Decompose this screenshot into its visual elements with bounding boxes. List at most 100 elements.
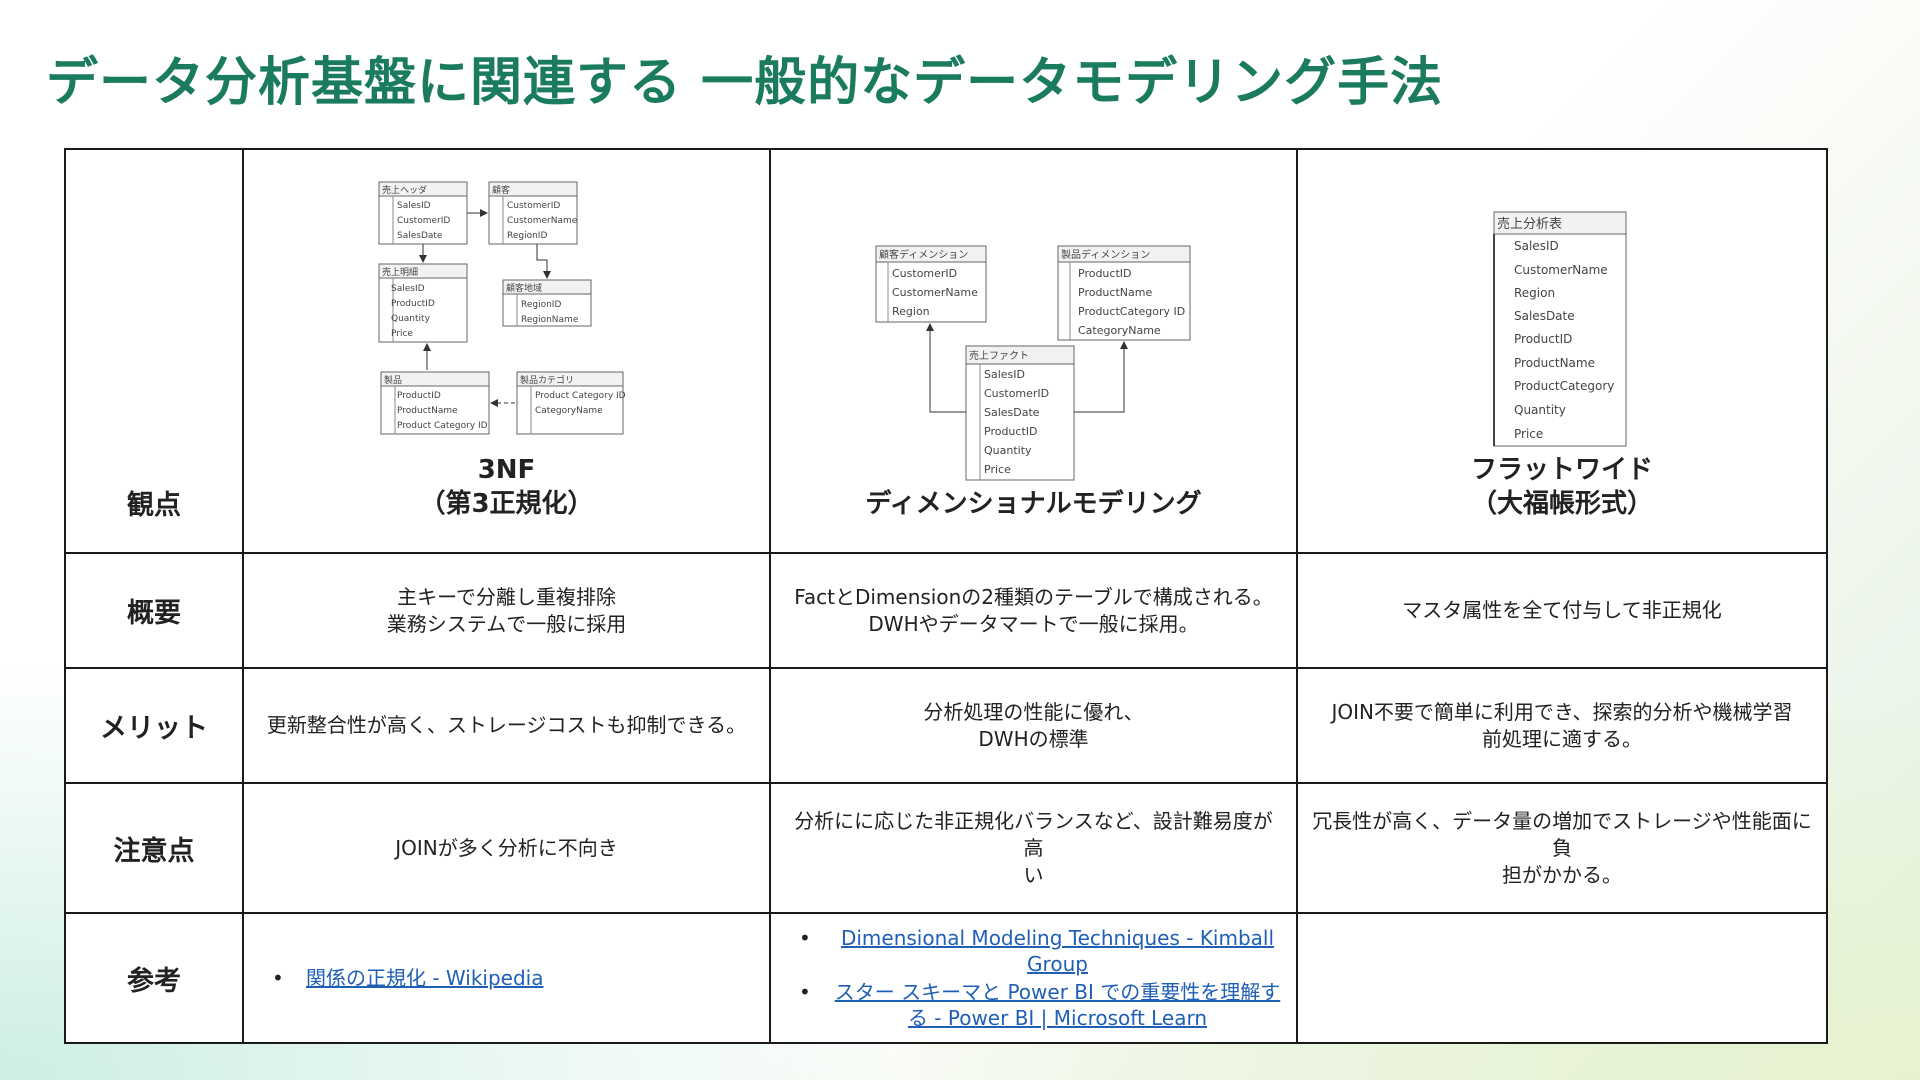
bullet-icon: • bbox=[799, 980, 811, 1004]
svg-text:SalesDate: SalesDate bbox=[984, 406, 1040, 419]
cell-3nf: 更新整合性が高く、ストレージコストも抑制できる。 bbox=[242, 667, 771, 784]
svg-text:売上明細: 売上明細 bbox=[382, 266, 418, 278]
svg-text:Price: Price bbox=[1514, 427, 1543, 441]
svg-text:顧客ディメンション: 顧客ディメンション bbox=[879, 248, 968, 261]
svg-text:ProductID: ProductID bbox=[397, 391, 441, 401]
header-dimensional-title: ディメンショナルモデリング bbox=[865, 489, 1202, 520]
svg-text:SalesID: SalesID bbox=[391, 284, 425, 294]
svg-text:Quantity: Quantity bbox=[984, 444, 1032, 457]
svg-text:CustomerName: CustomerName bbox=[507, 216, 578, 226]
svg-text:SalesDate: SalesDate bbox=[1514, 309, 1575, 323]
star-schema-diagram: 顧客ディメンション CustomerID CustomerName Region… bbox=[875, 245, 1190, 481]
table-row: 注意点 JOINが多く分析に不向き 分析にに応じた非正規化バランスなど、設計難易… bbox=[64, 782, 1828, 914]
svg-text:ProductID: ProductID bbox=[1078, 267, 1131, 280]
entity-customer: 顧客 CustomerID CustomerName RegionID bbox=[488, 181, 578, 245]
3nf-er-diagram: 売上ヘッダ SalesID CustomerID SalesDate 顧客 Cu… bbox=[378, 181, 625, 435]
entity-sales-header: 売上ヘッダ SalesID CustomerID SalesDate bbox=[378, 181, 467, 245]
reference-link-kimball[interactable]: Dimensional Modeling Techniques - Kimbal… bbox=[840, 926, 1275, 976]
table-row: 参考 • 関係の正規化 - Wikipedia • Dimensional Mo… bbox=[64, 912, 1828, 1044]
reference-link-normalization[interactable]: 関係の正規化 - Wikipedia bbox=[306, 966, 544, 990]
entity-sales-fact: 売上ファクト SalesID CustomerID SalesDate Prod… bbox=[965, 345, 1074, 481]
cell-flatwide-references bbox=[1296, 912, 1828, 1044]
bullet-icon: • bbox=[799, 926, 811, 950]
entity-product-category: 製品カテゴリ Product Category ID CategoryName bbox=[516, 371, 625, 435]
svg-text:ProductName: ProductName bbox=[1514, 356, 1595, 370]
flat-table-diagram: 売上分析表 SalesID CustomerName Region SalesD… bbox=[1493, 211, 1627, 447]
svg-text:CustomerID: CustomerID bbox=[397, 216, 450, 226]
svg-text:Quantity: Quantity bbox=[391, 314, 431, 324]
bullet-icon: • bbox=[272, 966, 284, 990]
reference-link-star-schema[interactable]: スター スキーマと Power BI での重要性を理解する - Power BI… bbox=[834, 980, 1281, 1030]
row-label: 参考 bbox=[64, 912, 244, 1044]
relation-arrow bbox=[536, 244, 551, 280]
cell-3nf: 主キーで分離し重複排除 業務システムで一般に採用 bbox=[242, 552, 771, 669]
svg-text:CustomerID: CustomerID bbox=[892, 267, 957, 280]
svg-text:製品ディメンション: 製品ディメンション bbox=[1061, 248, 1150, 261]
row-label: 注意点 bbox=[64, 782, 244, 914]
cell-dimensional: FactとDimensionの2種類のテーブルで構成される。 DWHやデータマー… bbox=[769, 552, 1298, 669]
relation-arrow bbox=[925, 323, 966, 413]
svg-text:SalesID: SalesID bbox=[1514, 239, 1559, 253]
svg-text:売上分析表: 売上分析表 bbox=[1497, 216, 1562, 232]
svg-text:売上ファクト: 売上ファクト bbox=[969, 349, 1029, 362]
svg-text:ProductID: ProductID bbox=[1514, 332, 1572, 346]
table-row: 概要 主キーで分離し重複排除 業務システムで一般に採用 FactとDimensi… bbox=[64, 552, 1828, 669]
svg-text:CustomerName: CustomerName bbox=[1514, 263, 1608, 277]
cell-dimensional: 分析処理の性能に優れ、 DWHの標準 bbox=[769, 667, 1298, 784]
svg-text:RegionID: RegionID bbox=[521, 300, 561, 310]
entity-sales-detail: 売上明細 SalesID ProductID Quantity Price bbox=[378, 263, 467, 343]
svg-text:ProductID: ProductID bbox=[391, 299, 435, 309]
svg-text:製品カテゴリ: 製品カテゴリ bbox=[520, 374, 574, 386]
row-label: メリット bbox=[64, 667, 244, 784]
svg-text:Region: Region bbox=[892, 305, 930, 318]
header-3nf-title: 3NF （第3正規化） bbox=[419, 455, 594, 520]
svg-text:CategoryName: CategoryName bbox=[535, 406, 603, 416]
svg-text:顧客: 顧客 bbox=[492, 184, 510, 196]
svg-text:CustomerID: CustomerID bbox=[984, 387, 1049, 400]
cell-dimensional-references: • Dimensional Modeling Techniques - Kimb… bbox=[769, 912, 1298, 1044]
cell-flatwide: 冗長性が高く、データ量の増加でストレージや性能面に負 担がかかる。 bbox=[1296, 782, 1828, 914]
svg-text:ProductCategory ID: ProductCategory ID bbox=[1078, 305, 1185, 318]
svg-text:Quantity: Quantity bbox=[1514, 403, 1566, 417]
comparison-table: 観点 売上ヘッダ SalesID CustomerID Sales bbox=[64, 148, 1828, 1044]
svg-text:CustomerName: CustomerName bbox=[892, 286, 978, 299]
header-label: 観点 bbox=[127, 490, 181, 521]
header-label-cell: 観点 bbox=[64, 148, 244, 554]
entity-product: 製品 ProductID ProductName Product Categor… bbox=[380, 371, 489, 435]
entity-title: 売上ヘッダ bbox=[382, 184, 427, 196]
list-item: • スター スキーマと Power BI での重要性を理解する - Power … bbox=[785, 979, 1282, 1031]
list-item: • Dimensional Modeling Techniques - Kimb… bbox=[785, 925, 1282, 977]
header-flatwide-cell: 売上分析表 SalesID CustomerName Region SalesD… bbox=[1296, 148, 1828, 554]
page-title: データ分析基盤に関連する 一般的なデータモデリング手法 bbox=[46, 53, 1444, 113]
svg-text:RegionID: RegionID bbox=[507, 231, 547, 241]
svg-text:顧客地域: 顧客地域 bbox=[506, 282, 542, 294]
svg-text:CategoryName: CategoryName bbox=[1078, 324, 1161, 337]
svg-text:ProductName: ProductName bbox=[1078, 286, 1152, 299]
entity-product-dimension: 製品ディメンション ProductID ProductName ProductC… bbox=[1057, 245, 1190, 341]
svg-text:RegionName: RegionName bbox=[521, 315, 579, 325]
cell-flatwide: マスタ属性を全て付与して非正規化 bbox=[1296, 552, 1828, 669]
header-3nf-cell: 売上ヘッダ SalesID CustomerID SalesDate 顧客 Cu… bbox=[242, 148, 771, 554]
header-dimensional-cell: 顧客ディメンション CustomerID CustomerName Region… bbox=[769, 148, 1298, 554]
svg-text:Price: Price bbox=[984, 463, 1011, 476]
svg-text:Price: Price bbox=[391, 329, 413, 339]
cell-dimensional: 分析にに応じた非正規化バランスなど、設計難易度が高 い bbox=[769, 782, 1298, 914]
svg-text:Product Category ID: Product Category ID bbox=[397, 421, 488, 431]
svg-text:SalesID: SalesID bbox=[984, 368, 1025, 381]
table-row: メリット 更新整合性が高く、ストレージコストも抑制できる。 分析処理の性能に優れ… bbox=[64, 667, 1828, 784]
reference-list: • Dimensional Modeling Techniques - Kimb… bbox=[785, 925, 1282, 1031]
entity-customer-region: 顧客地域 RegionID RegionName bbox=[502, 279, 591, 327]
list-item: • 関係の正規化 - Wikipedia bbox=[258, 965, 543, 991]
svg-text:ProductCategory: ProductCategory bbox=[1514, 379, 1614, 393]
svg-text:ProductID: ProductID bbox=[984, 425, 1037, 438]
svg-text:SalesDate: SalesDate bbox=[397, 231, 443, 241]
svg-text:Region: Region bbox=[1514, 286, 1555, 300]
entity-customer-dimension: 顧客ディメンション CustomerID CustomerName Region bbox=[875, 245, 986, 323]
row-label: 概要 bbox=[64, 552, 244, 669]
table-header-row: 観点 売上ヘッダ SalesID CustomerID Sales bbox=[64, 148, 1828, 554]
cell-3nf: JOINが多く分析に不向き bbox=[242, 782, 771, 914]
cell-flatwide: JOIN不要で簡単に利用でき、探索的分析や機械学習 前処理に適する。 bbox=[1296, 667, 1828, 784]
relation-arrow bbox=[1073, 341, 1128, 413]
header-flatwide-title: フラットワイド （大福帳形式） bbox=[1470, 455, 1653, 520]
cell-3nf-references: • 関係の正規化 - Wikipedia bbox=[242, 912, 771, 1044]
